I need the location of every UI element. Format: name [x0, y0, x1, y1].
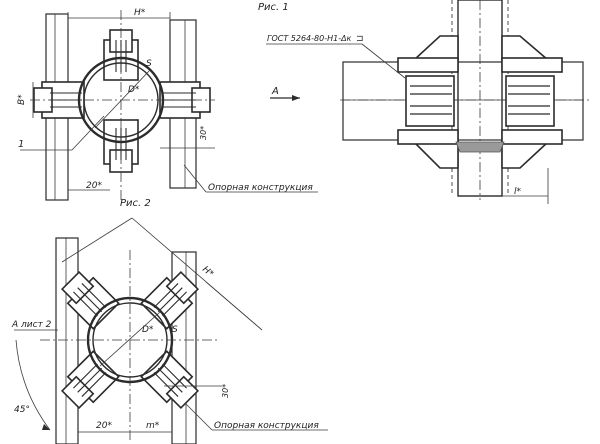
side-section-label: А: [271, 86, 279, 97]
side-view: ГОСТ 5264-80-Н1-Δк ⊐ А l*: [266, 0, 590, 204]
fig2-dim-30: 30*: [221, 384, 230, 398]
side-weld: [455, 141, 505, 153]
fig2-plan-view: Рис. 2: [11, 198, 328, 444]
fig1-dim-s: S: [146, 59, 152, 69]
side-vertical-pipe: [457, 0, 503, 197]
fig2-dim-d: D*: [142, 325, 154, 335]
fig1-caption: Рис. 1: [258, 2, 289, 13]
side-dim-l: l*: [514, 187, 522, 197]
fig2-support-label: Опорная конструкция: [214, 421, 319, 431]
fig2-dim-s: S: [172, 325, 178, 335]
fig1-callout-1: 1: [18, 139, 24, 150]
fig1-dim-h: Н*: [134, 8, 146, 18]
fig1-support-label: Опорная конструкция: [208, 183, 313, 193]
side-gost-label: ГОСТ 5264-80-Н1-Δк: [267, 34, 352, 43]
fig2-caption: Рис. 2: [120, 198, 151, 209]
fig2-angle-45: 45°: [14, 405, 30, 415]
side-weld-symbol: ⊐: [356, 34, 364, 44]
fig1-dim-d: D*: [128, 85, 140, 95]
fig1-dim-30: 30*: [199, 126, 208, 140]
fig2-left-support-beam: [55, 237, 79, 444]
fig2-dim-m: m*: [146, 421, 160, 431]
fig1-dim-b: В*: [17, 94, 27, 105]
fig1-dim-20: 20*: [86, 181, 102, 191]
fig2-view-ref: А лист 2: [11, 320, 52, 330]
fig2-dim-h: Н*: [200, 265, 215, 280]
fig1-plan-view: Н* D* S В*: [17, 2, 318, 201]
fig2-dim-20: 20*: [96, 421, 112, 431]
side-horizontal-beam: [342, 61, 584, 141]
